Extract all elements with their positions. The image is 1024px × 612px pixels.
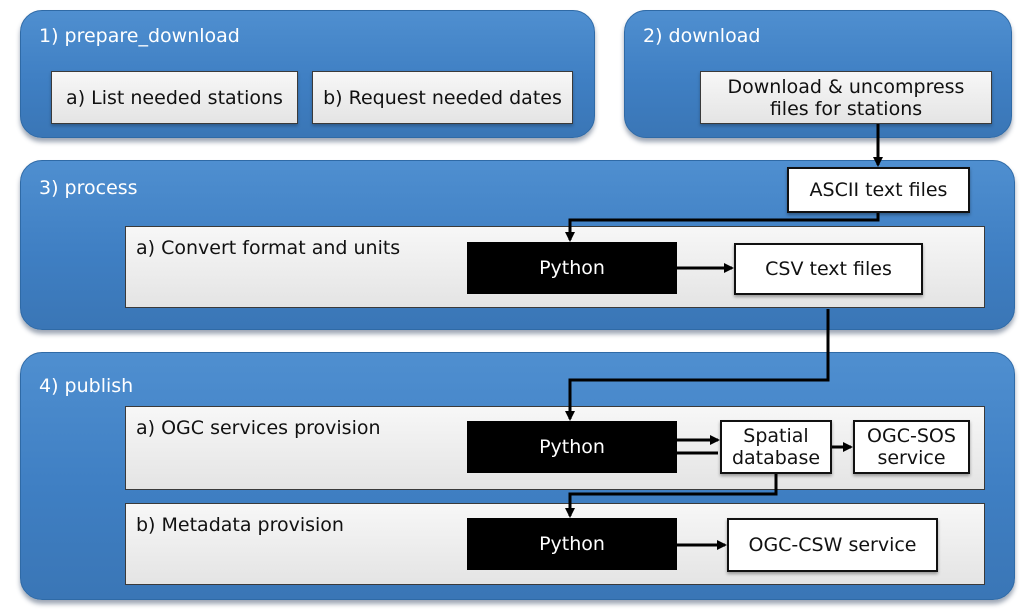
row-label: b) Metadata provision (136, 514, 344, 536)
csv-text-files-box: CSV text files (734, 243, 923, 295)
phase-title: 3) process (39, 177, 138, 199)
step-request-dates: b) Request needed dates (312, 71, 573, 124)
python-ogc-box: Python (467, 421, 677, 473)
phase-title: 4) publish (39, 375, 134, 397)
phase-title: 2) download (643, 25, 761, 47)
ogc-sos-service-box: OGC-SOS service (853, 420, 970, 474)
step-list-stations: a) List needed stations (51, 71, 298, 124)
phase-download: 2) download Download & uncompress files … (624, 10, 1012, 138)
ascii-text-files-box: ASCII text files (787, 167, 970, 213)
python-convert-box: Python (467, 242, 677, 294)
row-label: a) OGC services provision (136, 417, 381, 439)
ogc-csw-service-box: OGC-CSW service (727, 518, 938, 572)
phase-prepare-download: 1) prepare_download a) List needed stati… (20, 10, 595, 138)
step-download-uncompress: Download & uncompress files for stations (700, 71, 992, 124)
python-metadata-box: Python (467, 518, 677, 570)
row-label: a) Convert format and units (136, 237, 401, 259)
phase-title: 1) prepare_download (39, 25, 240, 47)
spatial-database-box: Spatial database (720, 420, 832, 474)
